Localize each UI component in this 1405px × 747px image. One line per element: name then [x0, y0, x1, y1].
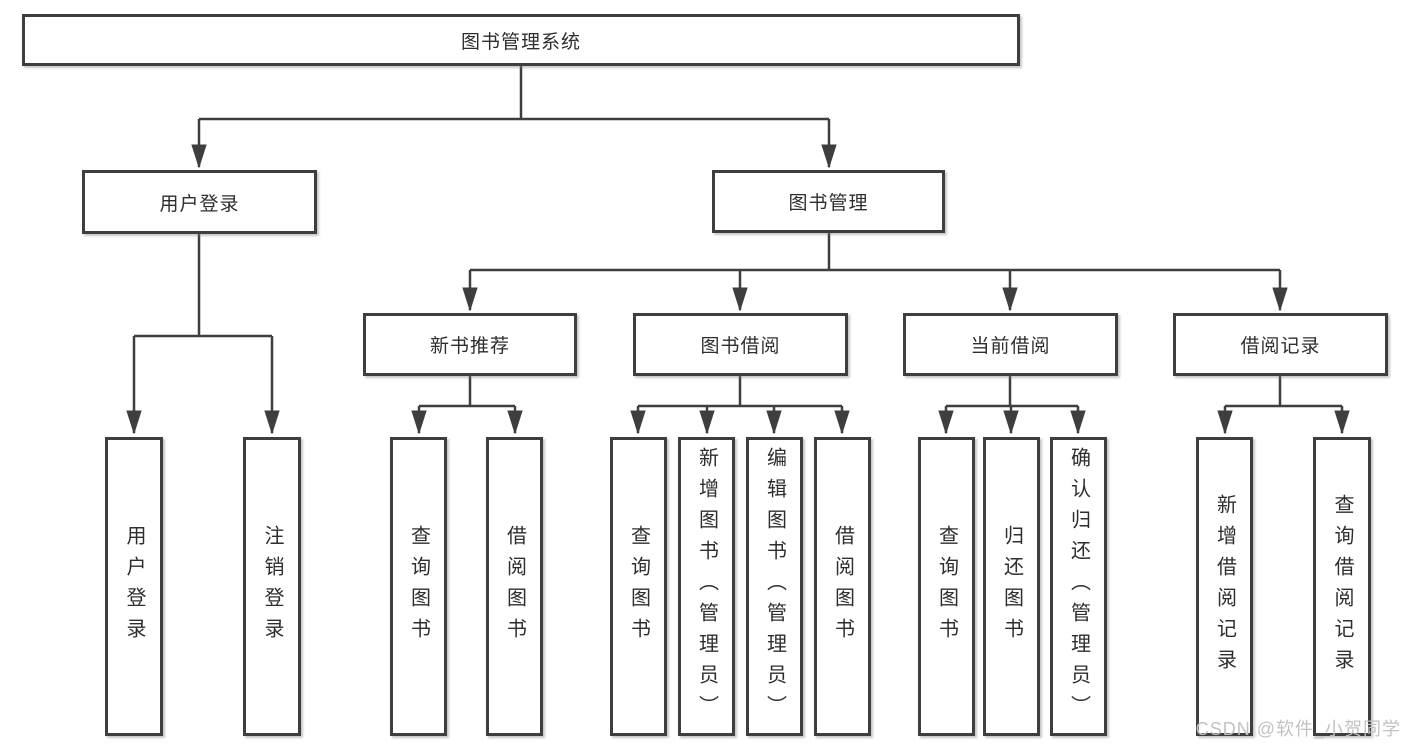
node-leaf-recommend-borrow-books: 借阅图书 — [486, 437, 543, 736]
node-leaf-user-login-label: 用户登录 — [123, 524, 145, 649]
node-leaf-recommend-query-books: 查询图书 — [390, 437, 447, 736]
node-leaf-records-query-record: 查询借阅记录 — [1313, 437, 1371, 736]
node-leaf-current-confirm-return-admin-label: 确认归还（管理员） — [1067, 447, 1090, 726]
node-leaf-current-query-books: 查询图书 — [918, 437, 975, 736]
node-leaf-borrowing-edit-books-admin-label: 编辑图书（管理员） — [763, 447, 786, 726]
node-leaf-borrowing-edit-books-admin: 编辑图书（管理员） — [746, 437, 803, 736]
node-leaf-current-confirm-return-admin: 确认归还（管理员） — [1050, 437, 1107, 736]
node-borrowing-records: 借阅记录 — [1173, 313, 1388, 376]
node-leaf-recommend-borrow-books-label: 借阅图书 — [503, 524, 526, 649]
node-leaf-current-return-books: 归还图书 — [983, 437, 1040, 736]
node-leaf-logout-label: 注销登录 — [261, 524, 283, 649]
node-leaf-recommend-query-books-label: 查询图书 — [407, 524, 430, 649]
node-leaf-borrowing-query-books-label: 查询图书 — [627, 524, 650, 649]
csdn-watermark: CSDN @软件_小贺同学 — [1195, 719, 1401, 739]
node-leaf-records-add-record: 新增借阅记录 — [1196, 437, 1253, 736]
node-leaf-current-return-books-label: 归还图书 — [1000, 524, 1023, 649]
node-leaf-borrowing-add-books-admin-label: 新增图书（管理员） — [695, 447, 718, 726]
node-leaf-borrowing-query-books: 查询图书 — [610, 437, 667, 736]
node-user-login-group-label: 用户登录 — [159, 193, 240, 215]
node-book-management-group-label: 图书管理 — [788, 193, 869, 214]
node-book-borrowing: 图书借阅 — [633, 313, 848, 376]
node-leaf-borrowing-borrow-books-label: 借阅图书 — [831, 524, 854, 649]
node-book-borrowing-label: 图书借阅 — [700, 336, 781, 357]
node-new-book-recommend: 新书推荐 — [363, 313, 577, 376]
node-new-book-recommend-label: 新书推荐 — [429, 336, 510, 357]
node-root-system: 图书管理系统 — [22, 14, 1020, 66]
node-leaf-user-login: 用户登录 — [105, 437, 163, 736]
node-leaf-borrowing-add-books-admin: 新增图书（管理员） — [678, 437, 735, 736]
node-leaf-records-query-record-label: 查询借阅记录 — [1331, 493, 1353, 680]
node-leaf-records-add-record-label: 新增借阅记录 — [1213, 493, 1236, 680]
node-current-borrowing-label: 当前借阅 — [970, 336, 1051, 357]
node-leaf-borrowing-borrow-books: 借阅图书 — [814, 437, 871, 736]
node-current-borrowing: 当前借阅 — [903, 313, 1118, 376]
node-leaf-current-query-books-label: 查询图书 — [935, 524, 958, 649]
node-borrowing-records-label: 借阅记录 — [1240, 336, 1321, 357]
node-leaf-logout: 注销登录 — [243, 437, 301, 736]
node-user-login-group: 用户登录 — [82, 170, 317, 234]
node-root-system-label: 图书管理系统 — [460, 31, 581, 53]
node-book-management-group: 图书管理 — [712, 170, 945, 233]
